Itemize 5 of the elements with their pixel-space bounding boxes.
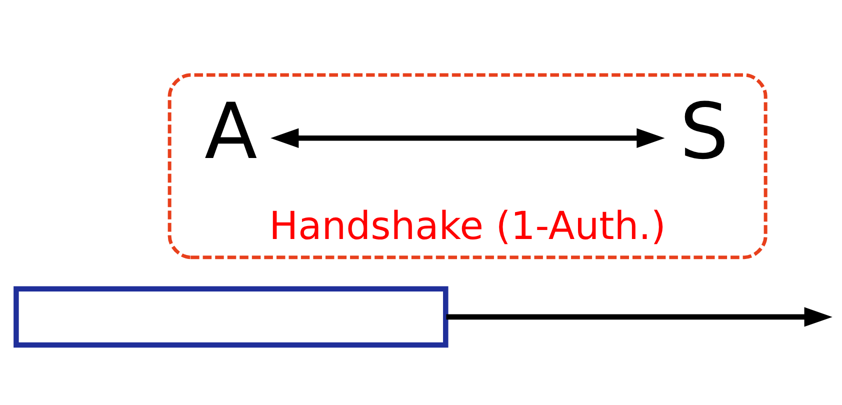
arrow [446, 306, 832, 326]
node-bar [14, 286, 448, 348]
node-text: A [204, 86, 258, 176]
arrow [270, 128, 665, 148]
node-text: S [680, 86, 729, 176]
